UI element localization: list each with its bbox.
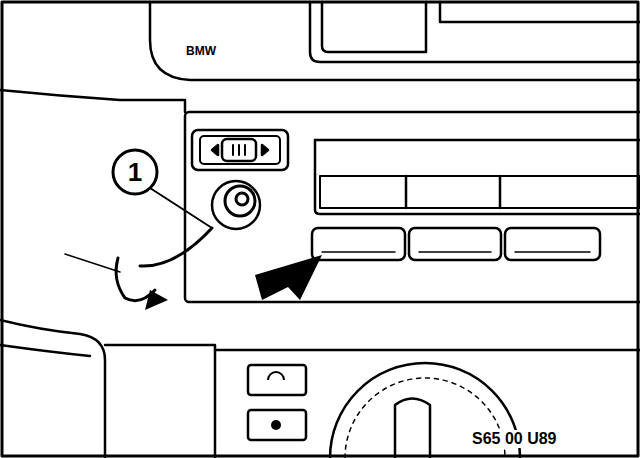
brand-text: BMW (186, 45, 216, 57)
figure-code: S65 00 U89 (470, 430, 559, 448)
callout-number: 1 (128, 159, 142, 185)
